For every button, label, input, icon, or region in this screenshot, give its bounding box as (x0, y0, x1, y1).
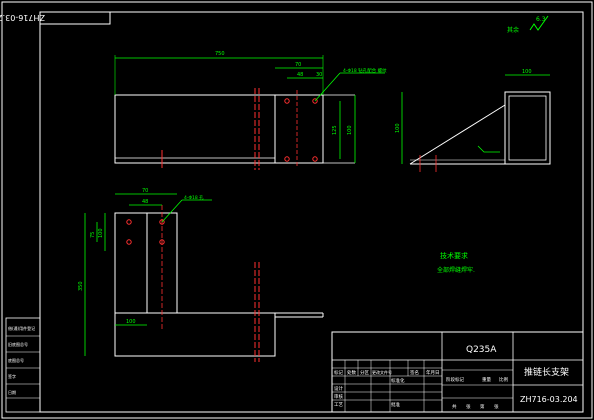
top-hole-callout: 4-Φ18 钻孔配合 螺纹 (343, 67, 387, 74)
lower-view: 70 48 4-Φ18 孔 75 100 350 100 (78, 188, 324, 362)
dim-lower-left-b: 100 (98, 228, 104, 238)
dim-lower-width-a: 70 (142, 188, 148, 194)
row-label-2: 分区 (360, 369, 369, 376)
roughness-value: 6.3 (536, 16, 546, 23)
side-table-0: 借(通)用件登记 (8, 325, 35, 331)
sheet-label-3: 张 (494, 403, 499, 410)
side-table-3: 签字 (8, 373, 16, 379)
dim-side-width: 100 (522, 69, 532, 75)
left-side-table: 借(通)用件登记 旧底图总号 底图总号 签字 日期 (5, 317, 41, 413)
side-view: 100 100 (395, 69, 551, 172)
sheet-label-1: 张 (466, 403, 471, 410)
dim-lower-bottom: 100 (126, 319, 136, 325)
side-table-2: 底图总号 (8, 357, 24, 363)
drawing-number-box (39, 11, 111, 25)
standard-label: 标准化 (391, 377, 405, 384)
tech-requirements-body: 全部焊缝焊牢. (437, 266, 475, 274)
row-label-1: 处数 (347, 369, 356, 376)
dim-top-right: 70 (295, 62, 301, 68)
dim-top-height-a: 125 (332, 125, 338, 135)
top-view: 750 70 48 30 125 100 4-Φ18 钻孔配合 螺纹 (114, 51, 387, 170)
drawing-number: ZH716-03.204 (520, 395, 578, 404)
inner-frame (39, 11, 584, 413)
dim-top-hole-pitch: 48 (297, 72, 303, 78)
sheet-label-0: 共 (452, 403, 457, 410)
dim-top-length: 750 (215, 51, 225, 57)
material: Q235A (466, 345, 497, 355)
lower-hole-callout: 4-Φ18 孔 (184, 194, 204, 201)
sheet-label-2: 第 (480, 403, 485, 410)
side-table-1: 旧底图总号 (8, 341, 28, 347)
roughness-note: 其余 (507, 26, 519, 34)
approve-label: 批准 (391, 401, 400, 408)
title-block: 标记 处数 分区 更改文件号 签名 年月日 设计 标准化 审核 工艺 批准 Q2… (331, 331, 584, 413)
row-label-4: 签名 (410, 369, 419, 376)
drawing-number-box-text: ZH716-03.204 (0, 13, 45, 22)
dim-lower-height: 350 (78, 281, 84, 291)
row-label-5: 年月日 (426, 369, 440, 376)
dim-lower-width-b: 48 (142, 199, 148, 205)
dim-side-height: 100 (395, 123, 401, 133)
tech-requirements-title: 技术要求 (440, 251, 468, 260)
dim-lower-left-a: 75 (90, 232, 96, 238)
row-label-0: 标记 (334, 369, 343, 376)
stage-label-0: 阶段标记 (446, 376, 464, 383)
dim-top-hole-offset: 30 (316, 72, 322, 78)
process-label: 工艺 (334, 402, 343, 408)
design-label: 设计 (334, 385, 343, 392)
row-label-3: 更改文件号 (372, 369, 392, 375)
roughness-symbol: 其余 6.3 (507, 15, 549, 34)
dim-top-height-b: 100 (347, 125, 353, 135)
part-name: 推链长支架 (524, 366, 569, 378)
stage-label-1: 重量 (482, 376, 491, 383)
stage-label-2: 比例 (499, 376, 508, 383)
review-label: 审核 (334, 393, 343, 400)
side-table-4: 日期 (8, 389, 16, 395)
